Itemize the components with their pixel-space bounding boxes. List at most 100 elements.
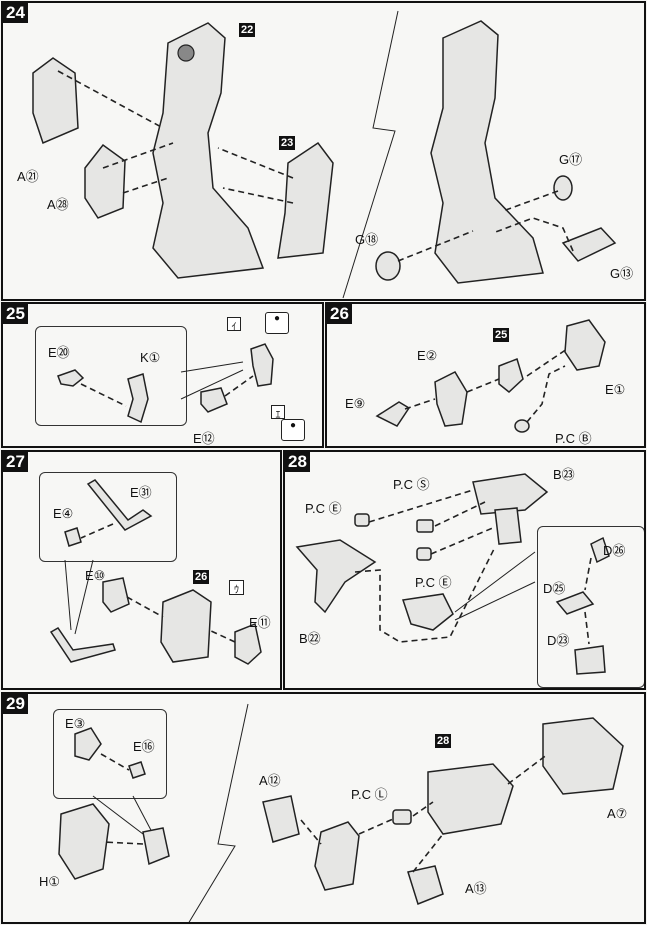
part-b22 [295,539,377,614]
part-pcl [392,809,412,825]
label-d26: D㉖ [603,543,626,558]
step-29-panel: 29 28 E③ E⑯ H① A⑫ P.C Ⓛ A⑦ A⑬ [1,692,646,924]
step-number: 29 [3,694,28,714]
part-e1 [564,319,606,371]
label-e11: E⑪ [249,615,271,630]
part-e9 [375,401,411,427]
part-g17 [553,175,573,201]
step-25-diagram [57,343,274,424]
inset-detail [35,326,187,426]
label-e4: E④ [53,506,74,521]
part-e4 [64,527,82,547]
part-23 [277,141,334,259]
label-e9: E⑨ [345,396,366,411]
part-e16 [128,761,146,779]
step-29-diagram [58,703,624,922]
label-g13: G⑬ [610,266,634,281]
leg-body [152,22,265,279]
step-27-panel: 27 26 ｳ E㉛ E④ E⑩ E⑪ [1,450,282,690]
step-number: 28 [285,452,310,472]
label-pcs: P.C Ⓢ [393,477,430,492]
step-26-diagram [375,319,606,433]
ref-28: 28 [435,734,452,748]
divider-line [342,10,399,299]
label-a13: A⑬ [465,881,487,896]
part-d23 [574,645,606,675]
part-ref-26 [160,589,212,663]
part-e2 [434,371,468,427]
part-h1-insert [142,827,170,866]
ref-22: 22 [239,23,256,37]
label-e1: E① [605,382,626,397]
step-24-panel: 24 22 23 A㉑ A㉘ G⑰ G⑱ G⑬ [1,1,646,301]
sticker-i-dot: ● [265,312,289,334]
label-e10: E⑩ [85,568,106,583]
step-number: 26 [327,304,352,324]
part-pce-1 [354,513,370,527]
label-pce-1: P.C Ⓔ [305,501,342,516]
sticker-e-dot: ● [281,419,305,441]
step-number: 24 [3,3,28,23]
part-e12 [200,387,228,413]
part-b23-leg [494,507,522,545]
step-26-panel: 26 25 E② E⑨ E① P.C Ⓑ [325,302,646,448]
part-e3 [74,727,102,761]
part-a21 [32,57,79,145]
label-e16: E⑯ [133,739,155,754]
part-assembly-25 [250,343,274,387]
part-pcb [514,419,530,433]
step-number: 27 [3,452,28,472]
step-28-diagram [295,473,610,675]
label-d23: D㉓ [547,633,570,648]
part-d25 [555,591,595,615]
part-pcs [416,519,434,533]
leg-body-assembled [430,20,544,284]
part-e20 [57,369,85,387]
ref-25: 25 [493,328,510,342]
sticker-e: ｴ [271,405,285,421]
knee-joint [177,44,195,62]
label-e31: E㉛ [130,485,152,500]
part-a28 [84,143,126,219]
label-a12: A⑫ [259,773,281,788]
part-a12 [262,795,300,843]
label-k1: K① [140,350,161,365]
label-pcb: P.C Ⓑ [555,431,592,446]
label-pcl: P.C Ⓛ [351,787,388,802]
label-g17: G⑰ [559,152,583,167]
part-arm [402,593,454,631]
label-pce-2: P.C Ⓔ [415,575,452,590]
label-d25: D㉕ [543,581,566,596]
part-a13 [407,865,444,905]
label-a7: A⑦ [607,806,628,821]
part-core [314,821,360,891]
part-e11 [234,622,262,665]
label-e12: E⑫ [193,431,215,446]
inset-detail [53,709,167,799]
part-g13 [561,227,617,262]
sticker-i: ｲ [227,317,241,333]
part-antenna [49,627,116,663]
part-e31 [86,479,153,531]
step-28-panel: 28 B㉓ P.C Ⓢ P.C Ⓔ P.C Ⓔ B㉒ D㉖ D㉕ D㉓ [283,450,646,690]
part-ref-28 [427,763,514,835]
ref-23: 23 [279,136,296,150]
part-pce-2 [416,547,432,561]
label-b23: B㉓ [553,467,575,482]
part-b23 [472,473,549,515]
part-e10 [102,577,130,613]
part-k1 [127,373,149,424]
ref-26: 26 [193,570,210,584]
inset-detail [537,526,644,688]
step-24-diagram [32,10,617,299]
label-e20: E⑳ [48,345,70,360]
label-a21: A㉑ [17,169,39,184]
label-a28: A㉘ [47,197,69,212]
part-g18 [375,251,401,281]
label-e2: E② [417,348,438,363]
label-h1: H① [39,874,61,889]
label-e3: E③ [65,716,86,731]
step-27-diagram [49,479,262,665]
inset-detail [39,472,177,562]
divider-line [188,703,249,922]
